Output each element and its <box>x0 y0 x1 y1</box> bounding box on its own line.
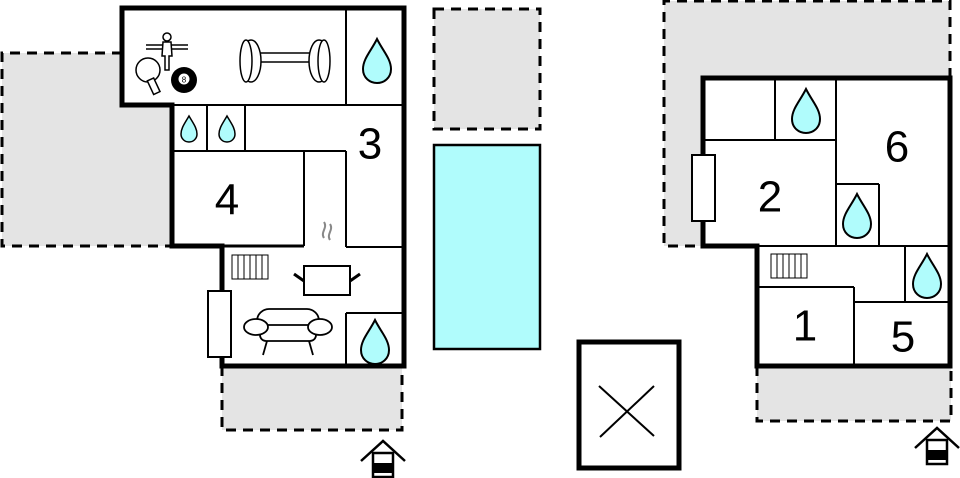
outdoor-area-left <box>0 51 172 248</box>
table-tennis-icon <box>135 57 162 96</box>
outdoor-area-center-top <box>432 7 542 131</box>
swimming-pool <box>432 143 542 351</box>
radiator-icon <box>770 253 808 279</box>
room-label-2: 2 <box>758 173 782 222</box>
room-label-4: 4 <box>215 176 239 225</box>
outdoor-area-left-bottom <box>220 366 404 432</box>
stairwell-x-box <box>576 339 682 471</box>
room-label-3: 3 <box>358 120 382 169</box>
room-label-6: 6 <box>885 123 909 172</box>
dumbbell-icon <box>239 39 331 83</box>
billiard-ball-icon: 8 <box>171 67 197 93</box>
room-label-5: 5 <box>891 313 915 362</box>
sofa-icon <box>243 308 333 356</box>
window-icon <box>207 290 232 358</box>
right-building <box>700 75 953 369</box>
outdoor-area-right-bottom <box>755 366 953 423</box>
entrance-icon <box>359 439 407 478</box>
cooking-pot-icon <box>293 221 361 296</box>
svg-text:8: 8 <box>182 76 187 85</box>
entrance-icon <box>913 426 960 466</box>
radiator-icon <box>231 254 269 280</box>
room-label-1: 1 <box>793 302 817 351</box>
foosball-icon <box>146 32 188 71</box>
outdoor-area-right-top <box>662 0 952 248</box>
window-icon <box>691 154 716 222</box>
